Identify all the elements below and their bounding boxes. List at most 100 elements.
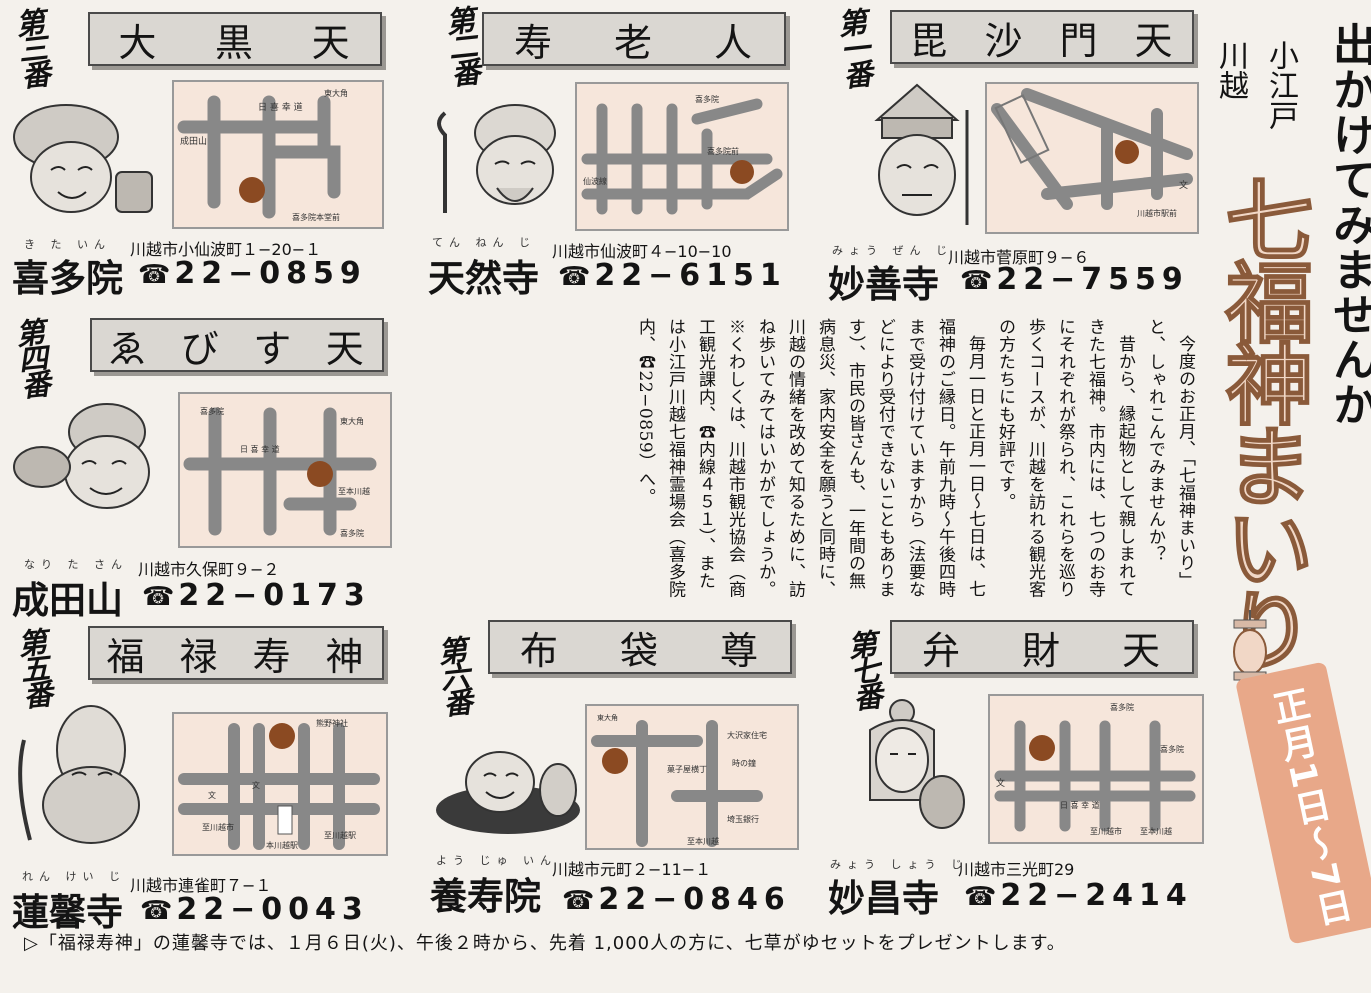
temple-address: 川越市仙波町４−10−10 — [552, 242, 732, 261]
phone-number: 22−0859 — [174, 256, 367, 291]
map-label: 喜多院 — [200, 406, 224, 416]
deity-name-box: ゑ び す 天 — [90, 318, 384, 372]
bishamonten-icon — [852, 80, 982, 230]
deity-name-box: 布 袋 尊 — [488, 620, 792, 674]
temple-ruby: き た いん — [24, 238, 111, 251]
subtitle-line: 川越 — [1213, 40, 1248, 100]
temple-order-label: 第六番 — [432, 634, 474, 716]
temple-name: 喜多院 — [12, 256, 123, 300]
deity-char: 弁 — [921, 628, 962, 673]
temple-address: 川越市連雀町７−１ — [130, 876, 272, 895]
map-label: 文 — [1179, 179, 1188, 191]
temple-order-label: 第一番 — [832, 6, 874, 88]
map-label: 熊野神社 — [316, 718, 348, 728]
temple-name: 天然寺 — [428, 256, 539, 300]
deity-char: 天 — [311, 20, 352, 65]
map-label: 日 喜 幸 道 — [1060, 800, 1100, 810]
telephone-icon: ☎ — [142, 582, 175, 612]
map-tennenji: 喜多院 喜多院前 仙波線 — [575, 82, 789, 231]
temple-ruby: なり た さん — [24, 558, 128, 571]
map-label: 至本川越 — [687, 836, 719, 846]
map-label: 喜多院前 — [707, 146, 739, 156]
map-label: 喜多院 — [695, 94, 719, 104]
temple-name: 養寿院 — [430, 874, 541, 918]
deity-char: 天 — [1134, 18, 1175, 63]
map-label: 菓子屋横丁 — [667, 764, 707, 774]
temple-ruby: よう じゅ いん — [436, 854, 557, 867]
map-label: 仙波線 — [583, 176, 607, 186]
deity-char: 人 — [713, 20, 754, 65]
temple-phone: ☎22−7559 — [960, 262, 1189, 297]
deity-char: 財 — [1021, 628, 1062, 673]
deity-char: 天 — [1121, 628, 1162, 673]
map-label: 喜多院 — [340, 528, 364, 538]
deity-char: 門 — [1059, 18, 1100, 63]
phone-number: 22−0846 — [598, 882, 791, 917]
deity-char: 禄 — [179, 634, 220, 679]
footer-notice: ▷「福禄寿神」の蓮馨寺では、１月６日(火)、午後２時から、先着 1,000人の方… — [24, 933, 1066, 954]
deity-char: 大 — [118, 20, 159, 65]
phone-number: 22−6151 — [594, 258, 787, 293]
deity-char: ゑ — [108, 326, 149, 371]
headline: 出かけてみませんか — [1325, 22, 1371, 427]
page-title: 七福神まいり — [1210, 174, 1315, 668]
map-label: 埼玉銀行 — [727, 814, 759, 824]
temple-ruby: みょう しょう じ — [830, 858, 968, 871]
deity-char: 毘 — [909, 18, 950, 63]
hotei-icon — [428, 730, 588, 840]
deity-name-box: 大 黒 天 — [88, 12, 382, 66]
map-label: 至川越市 — [202, 822, 234, 832]
deity-char: 神 — [325, 634, 366, 679]
map-naritasan: 喜多院 日 喜 幸 道 東大角 至本川越 喜多院 — [178, 392, 392, 548]
map-label: 至本川越 — [1140, 826, 1172, 836]
map-label: 本川越駅 — [266, 840, 298, 850]
phone-number: 22−0173 — [178, 578, 371, 613]
map-label: 喜多院 — [1160, 744, 1184, 754]
temple-address: 川越市小仙波町１−20−１ — [130, 240, 322, 259]
temple-address: 川越市菅原町９−６ — [948, 248, 1090, 267]
phone-number: 22−7559 — [996, 262, 1189, 297]
map-label: 日 喜 幸 道 — [258, 101, 303, 113]
deity-name-box: 寿 老 人 — [482, 12, 786, 66]
temple-order-label: 第四番 — [10, 316, 52, 398]
ebisu-icon — [12, 392, 162, 522]
subtitle-line: 小江戸 — [1263, 40, 1298, 130]
temple-ruby: みょう ぜん じ — [832, 244, 953, 257]
map-label: 文 — [208, 790, 216, 800]
map-label: 文 — [996, 777, 1005, 789]
temple-phone: ☎22−0043 — [140, 892, 369, 927]
map-label: 日 喜 幸 道 — [240, 444, 280, 454]
article-note: ※くわしくは、川越市観光協会（商工観光課内、☎内線４５１）、または小江戸川越七福… — [635, 318, 745, 598]
telephone-icon: ☎ — [960, 266, 993, 296]
temple-phone: ☎22−2414 — [964, 878, 1193, 913]
map-label: 川越市駅前 — [1137, 208, 1177, 218]
phone-number: 22−2414 — [1000, 878, 1193, 913]
map-label: 至川越市 — [1090, 826, 1122, 836]
temple-order-label: 第二番 — [440, 4, 482, 86]
temple-address: 川越市三光町29 — [958, 860, 1075, 879]
deity-name-box: 毘 沙 門 天 — [890, 10, 1194, 64]
temple-name: 成田山 — [12, 578, 123, 622]
deity-char: 福 — [106, 634, 147, 679]
map-label: 東大角 — [340, 416, 364, 426]
jurojin-icon — [425, 98, 575, 218]
temple-phone: ☎22−6151 — [558, 258, 787, 293]
deity-char: 天 — [325, 326, 366, 371]
benzaiten-icon — [850, 690, 975, 840]
map-myoshoji: 喜多院 喜多院 文 日 喜 幸 道 至川越市 至本川越 — [988, 694, 1204, 844]
map-label: 成田山 — [180, 135, 207, 147]
map-yojuin: 東大角 大沢家住宅 時の鐘 菓子屋横丁 埼玉銀行 至本川越 — [585, 704, 799, 850]
deity-char: 沙 — [984, 18, 1025, 63]
deity-char: 寿 — [252, 634, 293, 679]
temple-phone: ☎22−0173 — [142, 578, 371, 613]
lantern-icon — [1228, 610, 1272, 690]
deity-char: び — [180, 326, 221, 371]
article-paragraph: 今度のお正月、「七福神まいり」と、しゃれこんでみませんか？ — [1145, 318, 1195, 589]
article-paragraph: 毎月一日と正月一日〜七日は、七福神のご縁日。午前九時〜午後四時まで受け付けていま… — [755, 318, 985, 598]
temple-phone: ☎22−0859 — [138, 256, 367, 291]
temple-order-label: 第五番 — [12, 626, 54, 708]
temple-name: 妙昌寺 — [828, 876, 939, 920]
map-label: 至本川越 — [338, 486, 370, 496]
deity-char: 袋 — [619, 628, 660, 673]
fukurokuju-icon — [6, 700, 166, 850]
